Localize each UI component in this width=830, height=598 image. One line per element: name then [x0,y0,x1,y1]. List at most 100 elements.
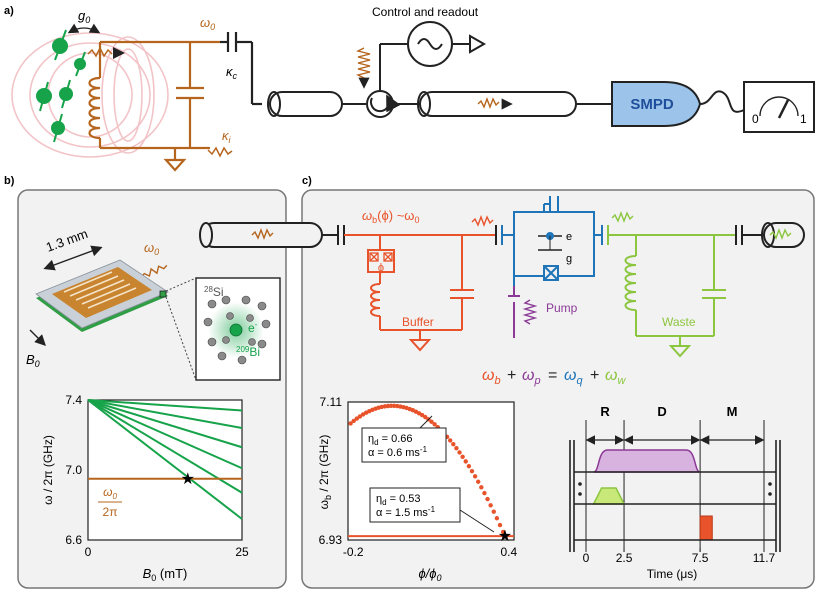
smpd-label: SMPD [630,96,674,113]
omega0-label: ω [200,15,210,30]
chart2-point [500,529,506,535]
coax-line-1 [267,91,366,117]
svg-text:209Bi: 209Bi [236,345,260,359]
pump-line: Pump [508,286,578,338]
chart2-point [469,468,475,474]
lattice-inset: 28Si e- 209Bi [195,277,281,381]
chip-photon [140,264,168,278]
spin [52,29,68,61]
chart2-box1: ηd = 0.66 α = 0.6 ms-1 [361,415,447,463]
panel-c: c) ϕ [199,175,815,589]
chart1-legend: ω0 2π [98,485,122,519]
chart2-point [476,479,481,484]
chart1-spin-line [87,399,243,412]
control-pulse [355,47,371,79]
spin [74,51,86,77]
chart2-x-tick: -0.2 [343,545,364,559]
svg-text:ωp: ωp [522,367,541,387]
spin [36,81,52,112]
buffer-circuit [344,234,496,352]
chart1-y-label: ω / 2π (GHz) [41,435,55,505]
spin [51,113,65,143]
eq-plus: + [507,367,516,384]
chart2-point [472,474,478,479]
svg-text:ϕ/ϕ0: ϕ/ϕ0 [418,566,441,583]
chart1-y-tick: 6.6 [65,533,82,547]
spin-spectrum-chart: ★ 7.4 7.0 6.6 0 25 ω / 2π (GHz) B0 (mT) … [41,393,249,583]
coupling-capacitor [220,32,262,106]
chart2-point [454,445,459,451]
chart1-frame [87,399,243,541]
svg-text:ωw: ωw [605,367,626,387]
eq-equals: = [548,367,557,384]
circulator [366,43,420,118]
box1-eta: η [368,433,374,445]
input-photon [251,228,274,240]
svg-text:ηd = 0.53: ηd = 0.53 [376,493,421,507]
chart2-y-tick: 7.11 [320,395,343,409]
svg-text:ωb / 2π (GHz): ωb / 2π (GHz) [317,435,333,510]
svg-text:B0: B0 [26,352,40,369]
chart2-x-label: ϕ/ϕ [418,566,436,581]
excited-level: e [566,231,572,243]
chip-omega0-label: ω [144,240,154,255]
panel-a-label: a) [4,5,14,17]
chart2-point [348,421,353,426]
chart2-box2: ηd = 0.53 α = 1.5 ms-1 [369,487,495,533]
chart3-x-label: Time (μs) [647,567,697,581]
segment-r-label: R [600,404,610,419]
svg-text:g0: g0 [78,8,90,25]
chart1-x-tick: 0 [85,545,92,559]
panel-b: b) ω0 1.3 mm B0 [4,175,287,589]
ground-level: g [566,253,572,265]
smpd-cable [699,90,745,113]
svg-text:α = 1.5 ms-1: α = 1.5 ms-1 [376,505,436,519]
svg-text:ω0: ω0 [103,485,117,501]
segment-d-label: D [657,404,666,419]
chart2-point [460,454,465,459]
chart1-spin-line [87,399,243,494]
chart2-point [451,441,456,447]
buffer-photon [471,215,494,227]
control-readout-label: Control and readout [372,5,479,19]
repeat-dot [768,482,772,486]
output-photon [477,97,500,109]
kappa-i-label: κ [222,128,230,143]
coax-output [735,222,805,248]
svg-text:ωb: ωb [482,367,501,387]
chart3-x-tick: 2.5 [616,551,633,565]
svg-text:α = 0.6 ms-1: α = 0.6 ms-1 [368,445,428,459]
chart1-series-group [87,399,243,520]
kappa-c-label: κ [226,64,234,79]
spin [59,79,73,109]
segment-m-label: M [727,404,738,419]
loss-photon [207,146,233,158]
pulse-sequence-chart: R D M 0 2.5 7.5 11.7 Time (μs) [569,404,781,581]
svg-text:B0 (mT): B0 (mT) [143,566,188,583]
chart3-x-tick: 7.5 [692,551,709,565]
panel-b-label: b) [4,175,15,187]
chart2-point [482,490,487,496]
chart2-point [463,459,468,464]
box2-eta: η [376,493,382,505]
waste-label: Waste [662,315,696,329]
b0-arrow [29,329,46,346]
eq-omega-b: ω [482,367,494,384]
chart2-point [466,463,472,469]
svg-text:ηd = 0.66: ηd = 0.66 [368,433,413,447]
size-arrow [43,245,103,271]
panel-a: a) g0 [4,5,815,172]
b0-label: B [26,352,35,367]
chart2-point [354,416,360,421]
chart1-y-tick: 7.0 [65,463,82,477]
buffer-freq-label: ω [362,208,372,223]
silicon-label: Si [213,285,224,299]
chart1-x-label: B [143,566,152,581]
svg-text:28Si: 28Si [204,285,224,299]
box1-alpha: α = 0.6 ms [368,447,420,459]
panel-c-label: c) [302,175,312,187]
repeat-dot [768,492,772,496]
chart2-point [488,503,493,508]
counter-meter: 0 1 [743,81,815,133]
